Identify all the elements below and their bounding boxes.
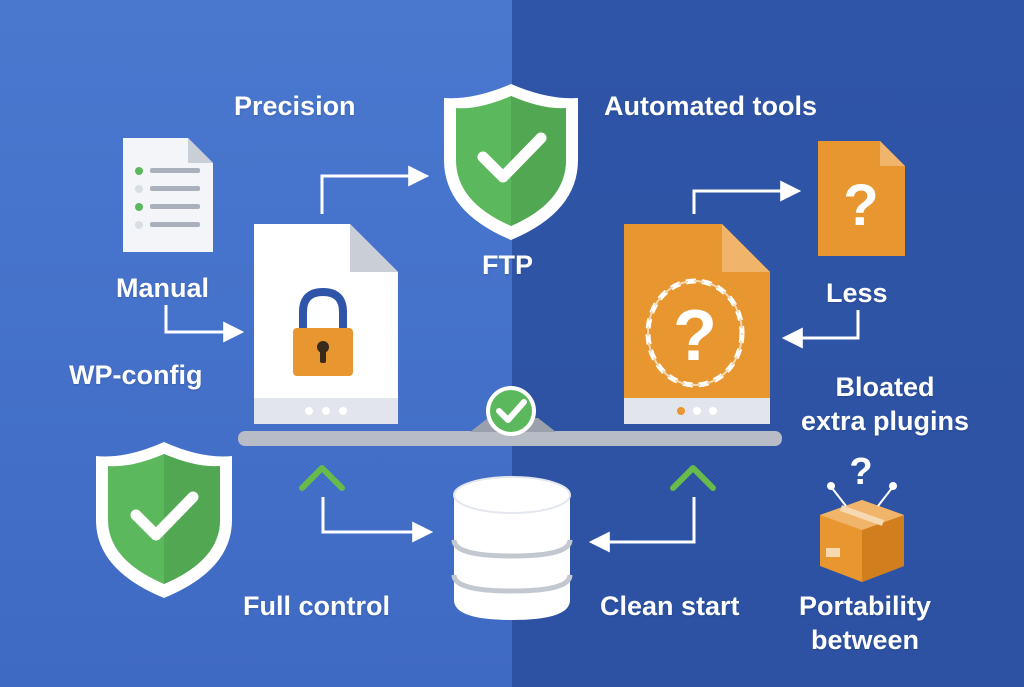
arrow-to-question-doc (692, 180, 802, 214)
arrow-to-database-left (321, 497, 434, 543)
shield-check-icon (96, 442, 232, 598)
database-icon (451, 476, 573, 620)
arrow-manual-to-file (164, 305, 245, 343)
arrows (164, 165, 860, 553)
chained-question-file-icon: ? (624, 224, 770, 424)
document-list-icon (123, 138, 213, 252)
check-badge-icon (486, 386, 536, 436)
up-chevron-icon (299, 465, 345, 491)
label-automated-tools: Automated tools (604, 91, 817, 121)
label-portability-line1: Portability (798, 591, 932, 621)
up-chevron-icon (670, 465, 716, 491)
arrow-less-to-file (781, 310, 860, 349)
svg-text:?: ? (673, 296, 717, 376)
svg-text:?: ? (843, 173, 878, 238)
label-bloated-line2: extra plugins (800, 406, 970, 436)
label-less: Less (826, 278, 888, 308)
arrow-to-database-right (588, 497, 696, 553)
label-wp-config: WP-config (69, 360, 203, 390)
arrow-to-ftp (320, 165, 430, 214)
label-ftp: FTP (482, 250, 533, 280)
label-full-control: Full control (243, 591, 390, 621)
label-clean-start: Clean start (600, 591, 740, 621)
locked-file-icon (254, 224, 398, 424)
label-precision: Precision (234, 91, 356, 121)
label-portability-line2: between (810, 625, 920, 655)
label-bloated-line1: Bloated (835, 372, 935, 402)
question-document-icon: ? (818, 141, 905, 256)
package-question-icon: ? (820, 451, 904, 582)
label-manual: Manual (116, 273, 210, 303)
svg-text:?: ? (849, 451, 872, 493)
shield-check-icon (444, 84, 578, 240)
